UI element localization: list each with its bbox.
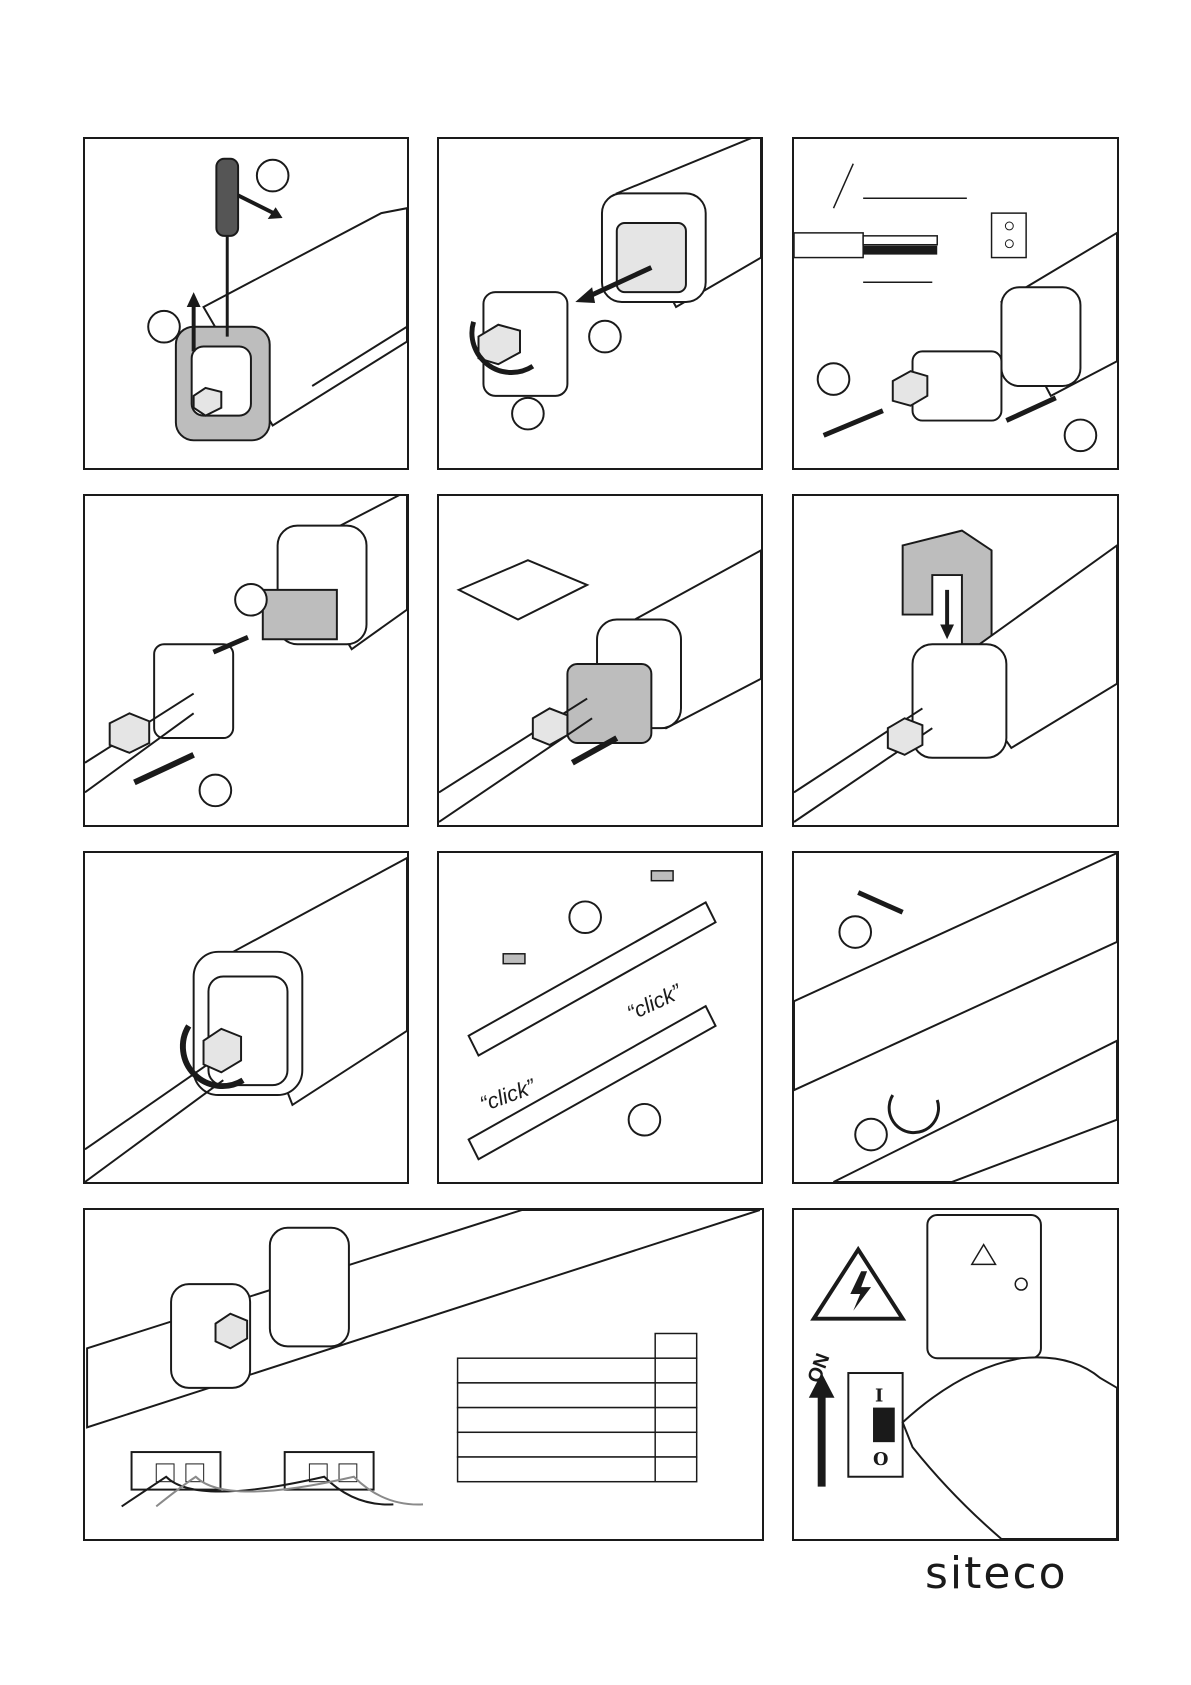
- step-panel-8: “click” “click”: [437, 851, 763, 1184]
- arrow-icon: [858, 893, 902, 913]
- data-table: [458, 1333, 697, 1481]
- nut-icon: [110, 713, 150, 753]
- step-panel-1: [83, 137, 409, 470]
- step-panel-3: [792, 137, 1119, 470]
- rotate-icon: [889, 1095, 938, 1133]
- step-panel-5: [437, 494, 763, 827]
- illustration-insert-gland: [439, 496, 761, 825]
- step-panel-7: [83, 851, 409, 1184]
- illustration-fit-end-cap: [794, 496, 1117, 825]
- illustration-through-wiring: [85, 1210, 762, 1539]
- step-panel-9: [792, 851, 1119, 1184]
- step-panel-2: [437, 137, 763, 470]
- switch-on-label: I: [875, 1386, 883, 1407]
- illustration-tighten-gland: [85, 853, 407, 1182]
- illustration-mount-luminaire: [794, 853, 1117, 1182]
- power-switch-icon[interactable]: I O: [848, 1373, 902, 1477]
- step-marker-circle: [1065, 420, 1097, 452]
- illustration-unscrew-gland: [439, 139, 761, 468]
- step-marker-circle: [855, 1119, 887, 1151]
- clip-icon: [651, 871, 673, 881]
- illustration-insert-clips: “click” “click”: [439, 853, 761, 1182]
- illustration-power-on: ON I O: [794, 1210, 1117, 1539]
- step-marker-circle: [148, 311, 180, 343]
- step-marker-circle: [839, 916, 871, 948]
- clip-icon: [503, 954, 525, 964]
- switch-off-label: O: [873, 1449, 888, 1470]
- illustration-remove-end-cap: [85, 139, 407, 468]
- wiring-panel: [83, 1208, 764, 1541]
- step-marker-circle: [818, 363, 850, 395]
- hand-icon: [903, 1357, 1117, 1539]
- arrow-icon: [1006, 398, 1055, 421]
- click-label: “click”: [623, 978, 687, 1025]
- step-marker-circle: [257, 160, 289, 192]
- arrow-icon: [238, 195, 278, 215]
- step-marker-circle: [569, 901, 601, 933]
- arrow-icon: [824, 411, 883, 436]
- brand-logo: siteco: [925, 1548, 1068, 1599]
- end-cap-shape: [459, 560, 587, 619]
- step-panel-6: [792, 494, 1119, 827]
- warning-electric-icon: [814, 1250, 903, 1319]
- step-marker-circle: [235, 584, 267, 616]
- step-marker-circle: [589, 321, 621, 353]
- illustration-connect-terminal: [85, 496, 407, 825]
- step-marker-circle: [512, 398, 544, 430]
- illustration-cable-stripping: [794, 139, 1117, 468]
- step-marker-circle: [629, 1104, 661, 1136]
- step-panel-4: [83, 494, 409, 827]
- safety-panel: ON I O: [792, 1208, 1119, 1541]
- step-marker-circle: [200, 775, 232, 807]
- arrow-icon: [134, 755, 193, 783]
